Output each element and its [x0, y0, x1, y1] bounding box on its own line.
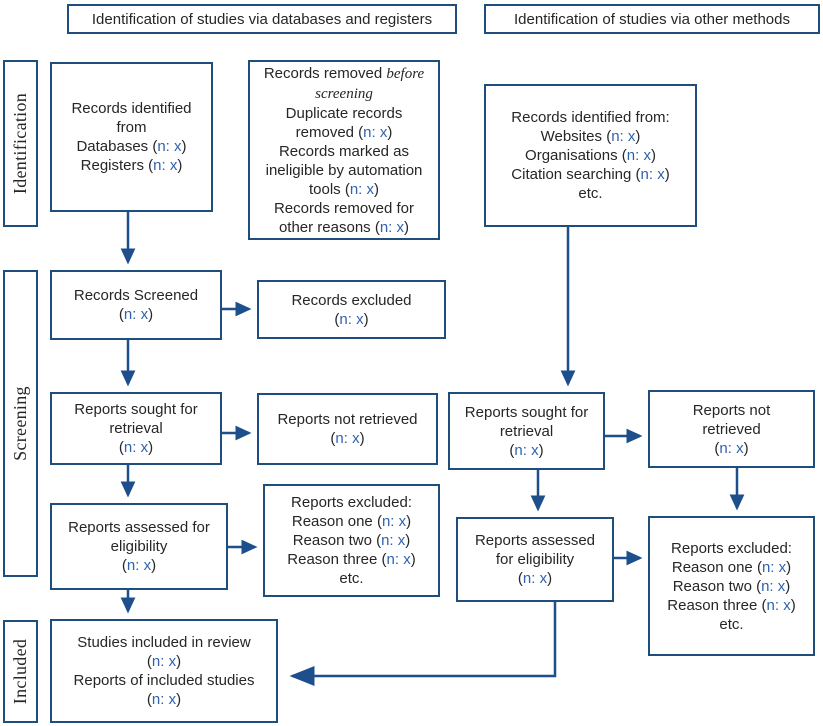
box-text-line: Reports of included studies [73, 672, 255, 689]
box-reports-excluded-right: Reports excluded:Reason one (n: x)Reason… [648, 516, 815, 656]
box-text-line: Records excluded [291, 291, 412, 309]
box-text-line: Reason two (n: x) [292, 532, 411, 549]
box-text-line: Registers (n: x) [80, 157, 183, 174]
header-databases-registers: Identification of studies via databases … [67, 4, 457, 34]
box-text-line: Records Screened [73, 287, 199, 304]
box-text-line: etc. [719, 615, 744, 633]
box-text-line: Reason one (n: x) [291, 513, 412, 530]
box-text-line: Reason three (n: x) [287, 551, 416, 568]
box-text-line: etc. [339, 570, 364, 587]
box-text-line: ineligible by automation [265, 161, 423, 179]
box-text-line: Reports assessed [474, 532, 596, 549]
box-text-line: (n: x) [118, 306, 154, 323]
box-text-line: Citation searching (n: x) [511, 166, 670, 183]
box-text-line: etc. [578, 185, 603, 202]
box-text-line: (n: x) [121, 557, 157, 574]
box-text-line: (n: x) [517, 570, 553, 587]
box-text-line: (n: x) [330, 430, 365, 447]
phase-label-screening-text: Screening [10, 386, 30, 461]
box-text-line: retrieval [109, 420, 163, 437]
phase-label-identification: Identification [3, 60, 38, 227]
box-text-line: Reports sought for [464, 403, 589, 421]
box-text-line: (n: x) [714, 439, 749, 457]
arrow-assessed-right-to-included [289, 602, 557, 686]
box-text-line: (n: x) [146, 691, 182, 708]
box-reports-assessed-right: Reports assessed for eligibility (n: x) [456, 517, 614, 602]
box-text-line: Reports excluded: [291, 494, 412, 511]
box-text-line: Records removed before [263, 64, 425, 82]
box-text-line: screening [315, 85, 373, 102]
box-text-line: (n: x) [509, 441, 544, 459]
box-reports-assessed-left: Reports assessed for eligibility (n: x) [50, 503, 228, 590]
box-text-line: for eligibility [495, 551, 575, 568]
box-text-line: Records identified from: [511, 109, 670, 126]
box-text-line: Databases (n: x) [76, 138, 187, 155]
box-text-line: tools (n: x) [308, 180, 380, 198]
box-text-line: retrieved [702, 420, 761, 438]
box-text-line: Reports not retrieved [277, 411, 418, 428]
box-text-line: Records marked as [278, 142, 410, 160]
box-records-screened: Records Screened (n: x) [50, 270, 222, 340]
box-text-line: Reports excluded: [671, 539, 792, 557]
box-text-line: Records identified [71, 100, 192, 117]
box-text-line: Reason three (n: x) [667, 596, 796, 614]
box-text-line: Studies included in review [77, 634, 251, 651]
box-records-identified-other: Records identified from: Websites (n: x) O… [484, 84, 697, 227]
box-reports-sought-left: Reports sought for retrieval (n: x) [50, 392, 222, 465]
box-records-excluded: Records excluded(n: x) [257, 280, 446, 339]
box-text-line: (n: x) [118, 439, 154, 456]
box-reports-excluded-left: Reports excluded: Reason one (n: x) Reason… [263, 484, 440, 597]
box-text-line: Reason one (n: x) [671, 558, 792, 576]
box-text-line: Reason two (n: x) [672, 577, 791, 595]
box-reports-not-retrieved-left: Reports not retrieved (n: x) [257, 393, 438, 465]
box-studies-included: Studies included in review (n: x) Reports … [50, 619, 278, 723]
box-text-line: Records removed for [273, 199, 415, 217]
box-text-line: Reports assessed for [68, 519, 210, 536]
box-text-line: other reasons (n: x) [278, 218, 410, 236]
box-text-line: from [116, 119, 147, 136]
header-other-methods: Identification of studies via other meth… [484, 4, 820, 34]
box-text-line: Reports not [692, 401, 771, 419]
box-text-line: Organisations (n: x) [525, 147, 656, 164]
box-text-line: Reports sought for [74, 401, 198, 418]
box-text-line: Duplicate records [285, 104, 403, 122]
box-text-line: (n: x) [146, 653, 182, 670]
phase-label-included: Included [3, 620, 38, 723]
phase-label-identification-text: Identification [10, 92, 31, 195]
box-text-line: Websites (n: x) [540, 128, 641, 145]
phase-label-screening: Screening [3, 270, 38, 577]
box-text-line: eligibility [110, 538, 168, 555]
phase-label-included-text: Included [10, 638, 30, 705]
box-text-line: retrieval [499, 422, 554, 440]
box-text-line: removed (n: x) [295, 123, 393, 141]
box-text-line: (n: x) [334, 310, 369, 328]
